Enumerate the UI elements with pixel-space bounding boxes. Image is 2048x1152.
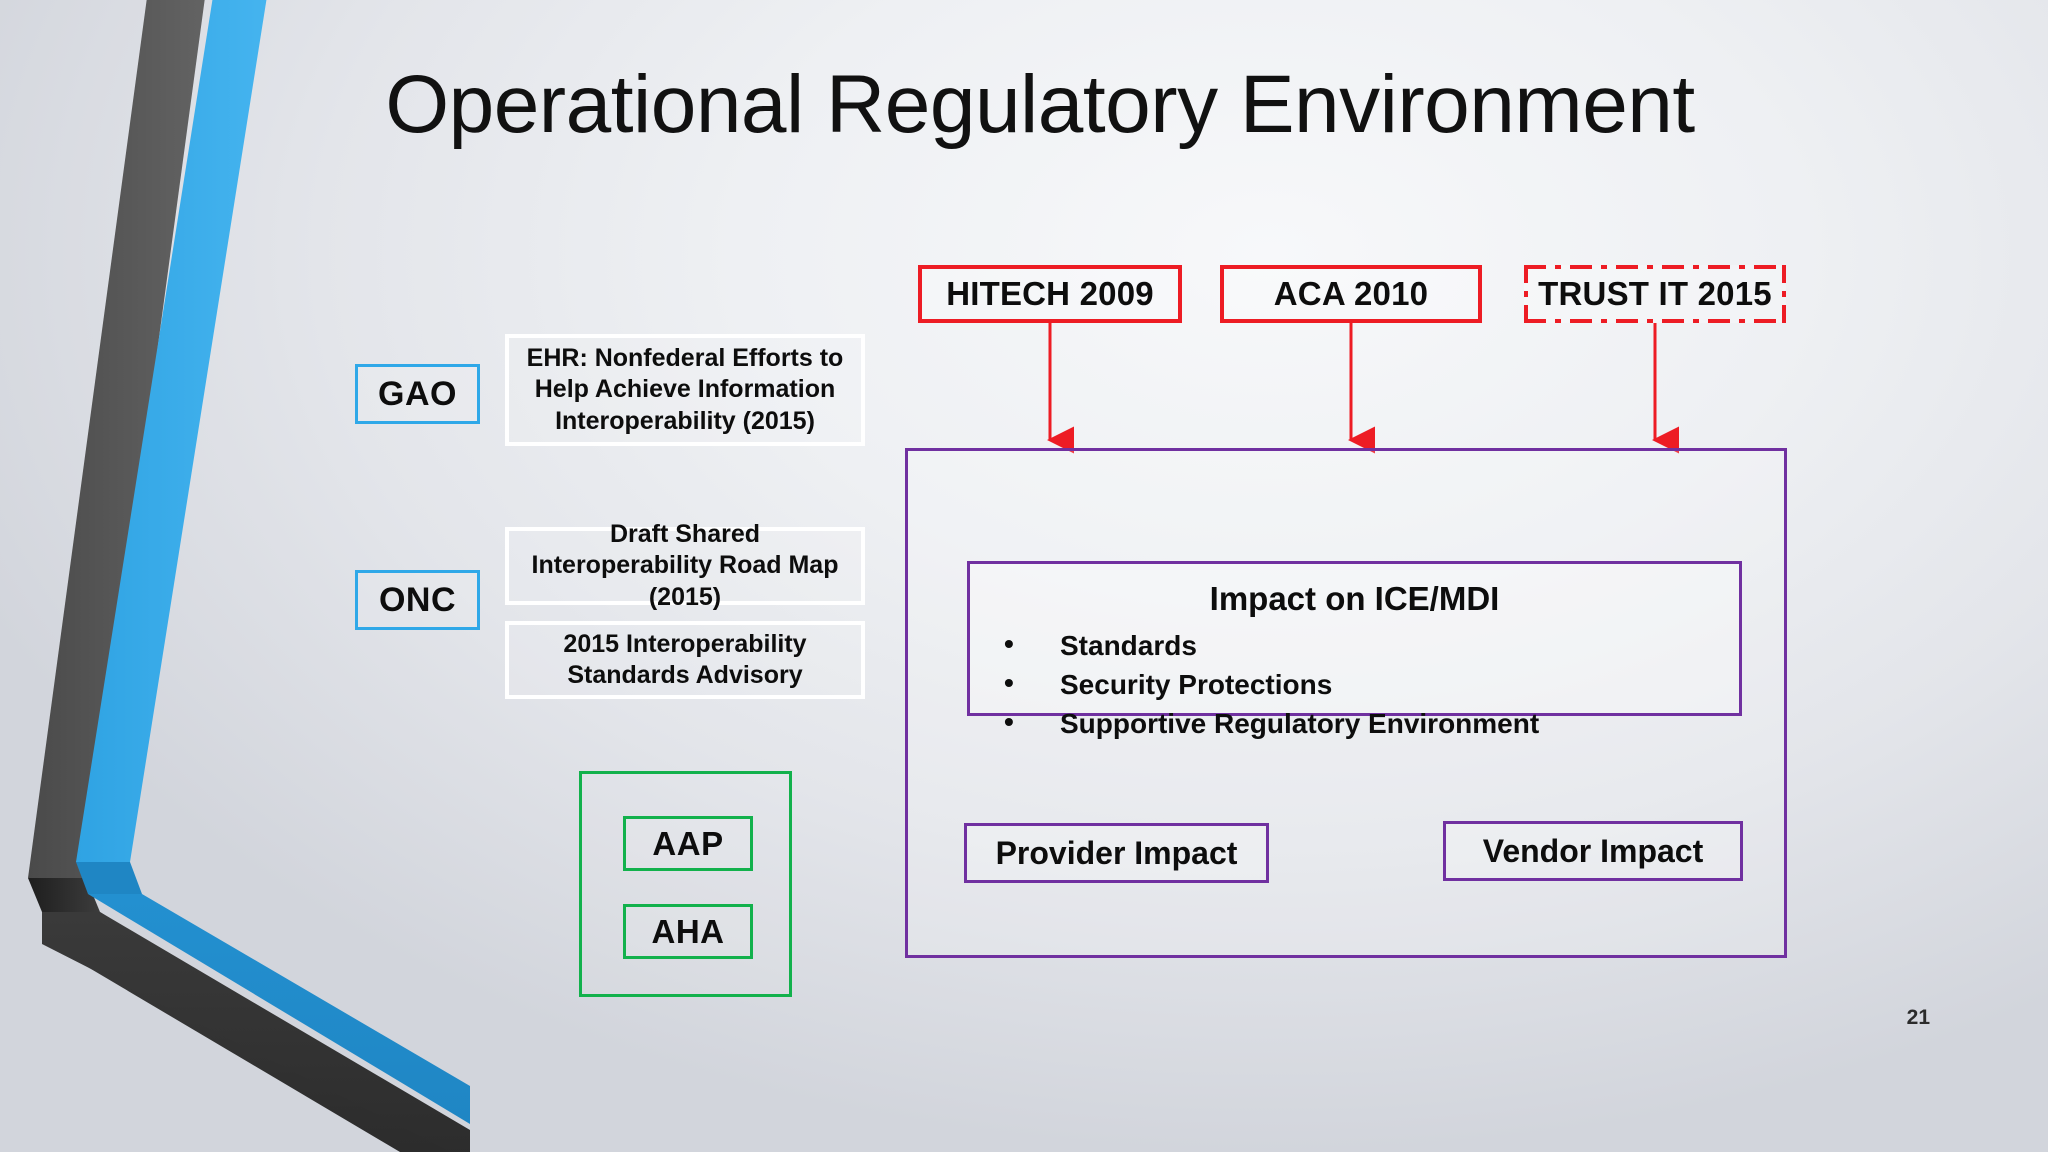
impact-box-vendor[interactable]: Vendor Impact	[1443, 821, 1743, 881]
document-label: Draft Shared Interoperability Road Map (…	[531, 519, 839, 611]
organization-box-aha[interactable]: AHA	[623, 904, 753, 959]
organization-label: AHA	[651, 912, 725, 950]
agency-label: GAO	[378, 374, 457, 413]
organization-box-aap[interactable]: AAP	[623, 816, 753, 871]
page-title: Operational Regulatory Environment	[385, 59, 1695, 150]
legislation-box-trust-it[interactable]: TRUST IT 2015	[1524, 265, 1786, 323]
impact-sub-label: Vendor Impact	[1482, 832, 1704, 869]
impact-bullet: Standards	[1004, 624, 1721, 665]
impact-summary-box: Impact on ICE/MDI Standards Security Pro…	[967, 561, 1742, 742]
legislation-box-hitech[interactable]: HITECH 2009	[918, 265, 1182, 323]
legislation-label: ACA 2010	[1273, 275, 1429, 312]
document-box-onc-standards-advisory[interactable]: 2015 Interoperability Standards Advisory	[505, 621, 865, 699]
organization-group: AAP AHA	[579, 771, 792, 997]
page-number: 21	[1906, 1006, 1930, 1029]
document-box-onc-roadmap[interactable]: Draft Shared Interoperability Road Map (…	[505, 520, 865, 611]
document-label: 2015 Interoperability Standards Advisory	[563, 629, 807, 690]
impact-panel: Impact on ICE/MDI Standards Security Pro…	[905, 448, 1787, 958]
impact-sub-label: Provider Impact	[995, 834, 1238, 871]
document-label: EHR: Nonfederal Efforts to Help Achieve …	[526, 343, 844, 435]
impact-title: Impact on ICE/MDI	[1209, 580, 1500, 617]
legislation-label: TRUST IT 2015	[1538, 275, 1772, 312]
impact-bullet-list: Standards Security Protections Supportiv…	[988, 624, 1721, 744]
agency-box-onc[interactable]: ONC	[355, 570, 480, 630]
legislation-label: HITECH 2009	[946, 275, 1154, 312]
impact-box-provider[interactable]: Provider Impact	[964, 823, 1269, 883]
organization-label: AAP	[652, 824, 724, 862]
impact-bullet: Supportive Regulatory Environment	[1004, 702, 1721, 743]
legislation-box-aca[interactable]: ACA 2010	[1220, 265, 1482, 323]
impact-bullet: Security Protections	[1004, 663, 1721, 704]
document-box-gao-ehr[interactable]: EHR: Nonfederal Efforts to Help Achieve …	[505, 334, 865, 446]
agency-label: ONC	[378, 580, 457, 619]
agency-box-gao[interactable]: GAO	[355, 364, 480, 424]
